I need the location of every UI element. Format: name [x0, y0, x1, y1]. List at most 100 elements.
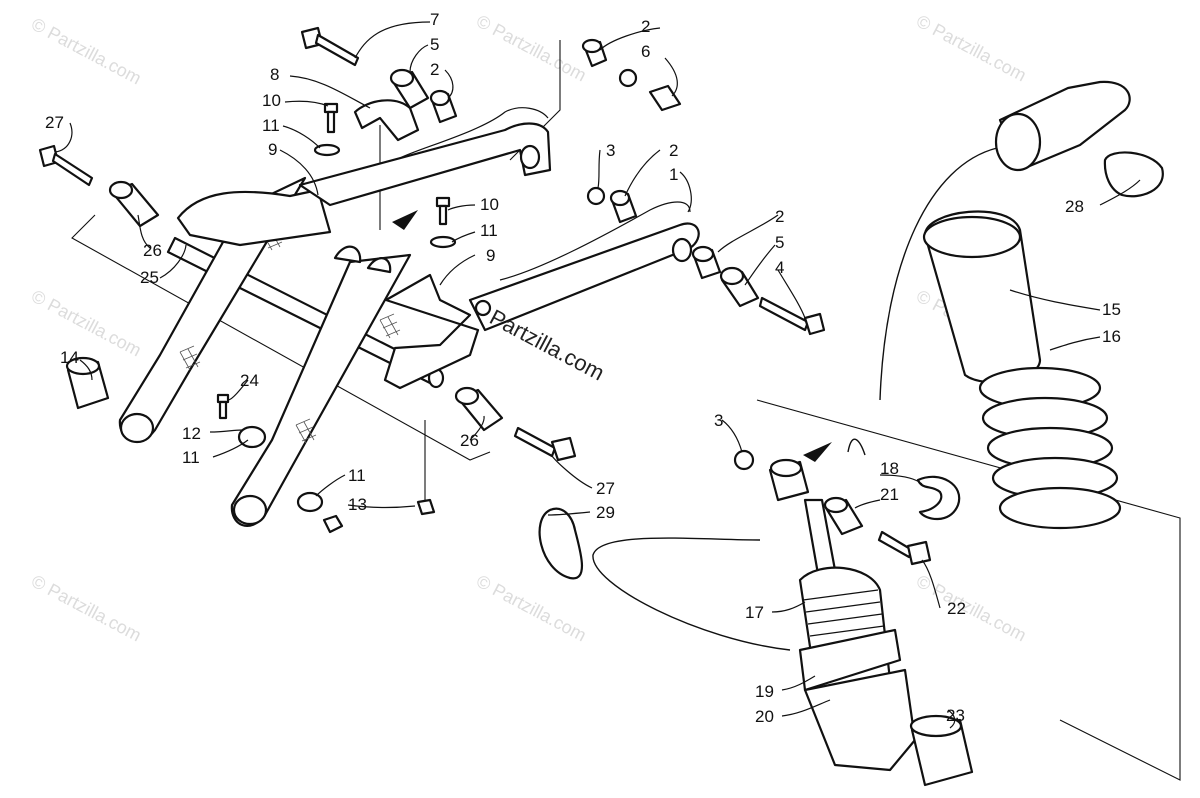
callout-labels: 7 5 2 8 10 11 9 27 26 25 2 6 3 2 1 10 11…	[45, 10, 1121, 726]
callout-18: 18	[880, 459, 899, 478]
callout-3: 3	[714, 411, 723, 430]
clamp-28	[1103, 151, 1164, 198]
watermark-text: © Partzilla.com	[28, 571, 144, 646]
upper-frame-plate-right	[383, 273, 480, 390]
callout-24: 24	[240, 371, 259, 390]
bushing-5-top	[389, 68, 430, 110]
watermark-text: © Partzilla.com	[28, 286, 144, 361]
callout-11: 11	[348, 466, 366, 485]
callout-29: 29	[596, 503, 615, 522]
callout-12: 12	[182, 424, 201, 443]
nut-3-shock	[733, 449, 755, 471]
a-frame-assembly	[118, 107, 700, 527]
callout-6: 6	[641, 42, 650, 61]
right-arm	[230, 253, 412, 527]
mount-tab	[333, 245, 362, 264]
callout-9: 9	[268, 140, 277, 159]
adjuster-19	[798, 628, 902, 692]
spring-16	[978, 366, 1122, 530]
callout-11: 11	[480, 221, 498, 240]
cover-8	[353, 99, 420, 142]
watermark-text: © Partzilla.com	[473, 11, 589, 86]
callout-15: 15	[1102, 300, 1121, 319]
callout-9: 9	[486, 246, 495, 265]
reservoir-hose	[879, 147, 998, 401]
shock-threads	[802, 589, 889, 661]
callout-10: 10	[480, 195, 499, 214]
left-arm-eye	[119, 412, 155, 444]
callout-2: 2	[669, 141, 678, 160]
spacer-6	[648, 84, 682, 112]
callout-28: 28	[1065, 197, 1084, 216]
bolt-4	[758, 296, 826, 336]
grease-fitting	[474, 299, 492, 317]
leader-lines	[54, 21, 1141, 729]
shock-lower-body-20	[803, 668, 917, 772]
watermark-text: © Partzilla.com	[473, 571, 589, 646]
bolt-10-top	[323, 102, 339, 134]
callout-2: 2	[641, 17, 650, 36]
mount-tab	[366, 257, 392, 274]
callout-10: 10	[262, 91, 281, 110]
bushing-26-right	[454, 386, 504, 432]
hose-29	[592, 537, 791, 651]
bolt-27-right	[513, 426, 577, 462]
upper-frame-plate	[176, 188, 332, 247]
callout-25: 25	[140, 268, 159, 287]
bolt-27-left	[38, 144, 94, 187]
callout-7: 7	[430, 10, 439, 29]
bushing-2-mid	[609, 189, 638, 224]
bushing-2-topright	[581, 38, 608, 68]
washer-11-bottom	[296, 491, 324, 513]
callout-16: 16	[1102, 327, 1121, 346]
upper-left-arm	[298, 122, 552, 207]
bushing-21	[823, 496, 864, 536]
callout-11: 11	[182, 448, 200, 467]
callout-26: 26	[460, 431, 479, 450]
callout-1: 1	[669, 165, 678, 184]
callout-2: 2	[430, 60, 439, 79]
clip-18	[916, 475, 961, 521]
right-arm-eye	[232, 494, 268, 526]
callout-8: 8	[270, 65, 279, 84]
bushing-26-left	[108, 180, 160, 228]
callout-22: 22	[947, 599, 966, 618]
callout-5: 5	[430, 35, 439, 54]
bolt-22	[877, 530, 932, 566]
upper-right-arm-bushing	[671, 237, 693, 263]
callout-17: 17	[745, 603, 764, 622]
nut-3-mid	[586, 186, 606, 206]
callout-13: 13	[348, 495, 367, 514]
callout-19: 19	[755, 682, 774, 701]
bushing-23	[909, 714, 974, 787]
callout-3: 3	[606, 141, 615, 160]
callout-27: 27	[45, 113, 64, 132]
nut-13-left	[322, 514, 344, 534]
nut-13-right	[416, 498, 436, 516]
bushing-14	[65, 356, 110, 410]
nut-3-top	[618, 68, 638, 88]
bolt-10-mid	[435, 196, 451, 226]
direction-arrow	[392, 210, 418, 230]
bolt-12	[216, 393, 230, 420]
hardware	[38, 26, 826, 580]
bolt-7	[300, 26, 360, 67]
callout-26: 26	[143, 241, 162, 260]
o-ring-29	[538, 507, 584, 580]
watermark-text: © Partzilla.com	[913, 571, 1029, 646]
upper-left-arm-bushing	[519, 144, 541, 170]
bushing-5-right	[719, 266, 760, 308]
bushing-2-right	[691, 245, 722, 280]
callout-20: 20	[755, 707, 774, 726]
callout-14: 14	[60, 348, 79, 367]
callout-2: 2	[775, 207, 784, 226]
reservoir-end	[994, 112, 1042, 172]
callout-4: 4	[775, 258, 784, 277]
washer-11-top	[313, 143, 341, 157]
bushing-2-top	[429, 89, 458, 124]
shock-absorber	[592, 80, 1164, 787]
watermark-text: © Partzilla.com	[28, 14, 144, 89]
callout-23: 23	[946, 706, 965, 725]
washer-11-mid	[429, 235, 457, 249]
